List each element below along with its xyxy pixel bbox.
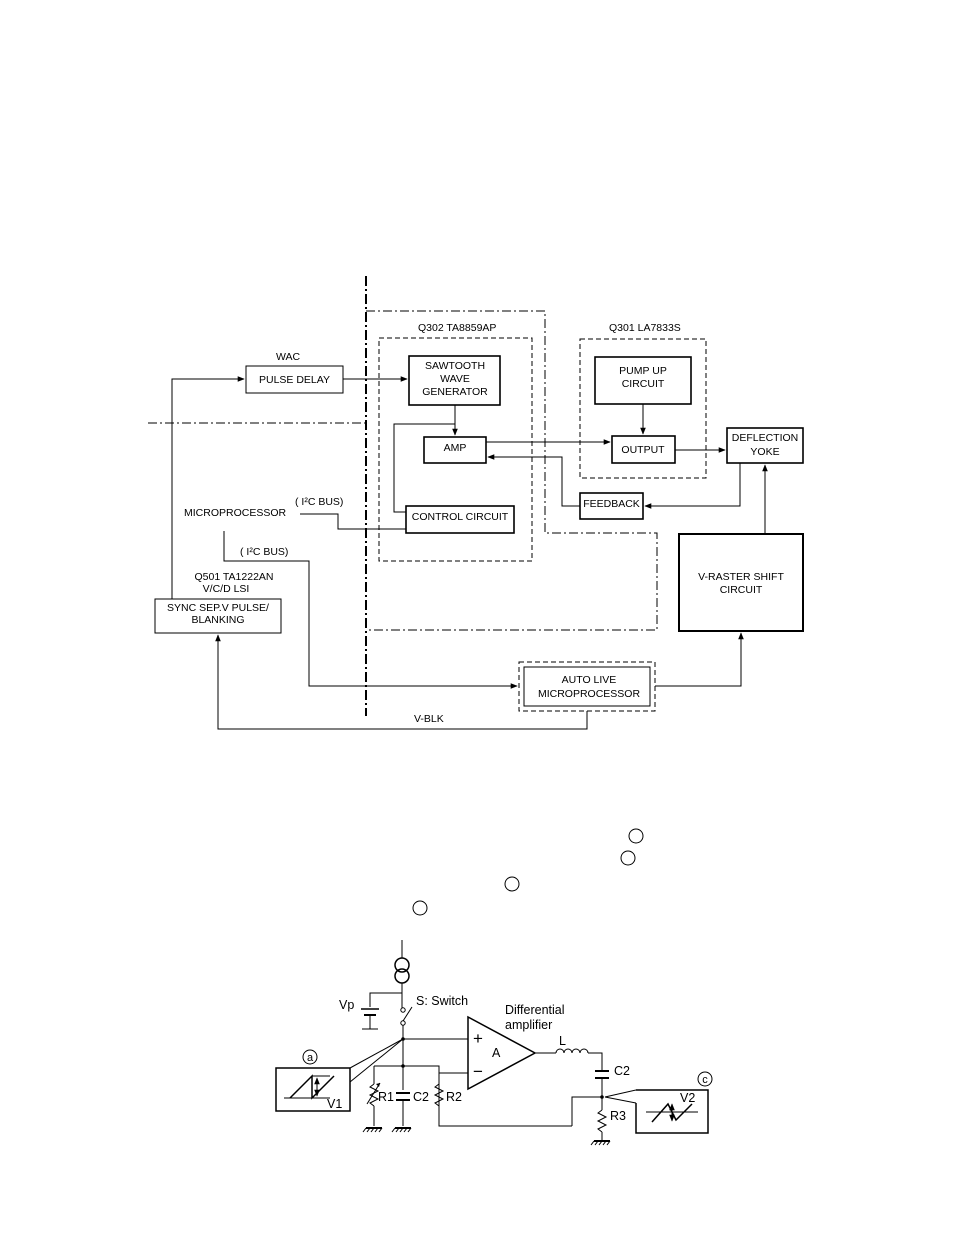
switch-label: S: Switch — [416, 994, 468, 1008]
marker-c-circle — [697, 1071, 713, 1087]
chassis-region-outline — [366, 310, 658, 631]
l-label: L — [559, 1034, 566, 1048]
ref-circle-d — [412, 900, 428, 916]
sawtooth-line-3: GENERATOR — [422, 386, 488, 398]
r1-label: R1 — [378, 1090, 394, 1104]
vraster-line-1: V-RASTER SHIFT — [698, 571, 784, 583]
vp-label: Vp — [339, 998, 354, 1012]
waveform-v2-callout: V2 c — [604, 1071, 713, 1134]
resistor-r3-icon — [596, 1109, 608, 1133]
pump-up-line-2: CIRCUIT — [622, 378, 665, 390]
amp-a-label: A — [492, 1046, 501, 1060]
q301-group — [579, 338, 707, 479]
ref-circle-c — [504, 876, 520, 892]
r2-label: R2 — [446, 1090, 462, 1104]
diff-amp-line-2: amplifier — [505, 1018, 552, 1032]
wire-sync-to-pulse-delay — [171, 376, 245, 599]
pulse-delay-label: PULSE DELAY — [259, 374, 330, 386]
vraster-line-2: CIRCUIT — [720, 584, 763, 596]
sawtooth-generator-block — [408, 355, 501, 406]
wire-yoke-to-feedback — [644, 463, 741, 509]
wire-vblk-to-sync — [215, 634, 588, 730]
wire-i2c-to-control — [300, 513, 406, 530]
plus-sign: + — [473, 1029, 483, 1048]
deflection-line-1: DEFLECTION — [732, 432, 799, 444]
resistor-r1-icon — [368, 1083, 380, 1107]
block-diagram: Q302 TA8859AP Q301 LA7833S WAC PULSE DEL… — [148, 276, 804, 730]
sync-line-2: BLANKING — [191, 614, 244, 626]
wire-autolive-to-vraster — [655, 632, 744, 687]
deflection-line-2: YOKE — [750, 446, 779, 458]
i2c-bus-label-1: ( I²C BUS) — [295, 496, 343, 508]
sawtooth-line-2: WAVE — [440, 373, 470, 385]
wac-label: WAC — [276, 351, 301, 363]
wire-control-to-amp — [393, 423, 455, 513]
control-circuit-label: CONTROL CIRCUIT — [412, 511, 509, 523]
feedback-label: FEEDBACK — [583, 498, 640, 510]
i2c-bus-label-2: ( I²C BUS) — [240, 546, 288, 558]
wire-i2c-to-autolive — [223, 531, 518, 689]
ref-circle-a — [628, 828, 644, 844]
feedback-block — [579, 492, 644, 520]
sync-sep-block — [154, 598, 282, 634]
auto-live-block — [523, 666, 651, 707]
amp-label: AMP — [444, 442, 467, 454]
amp-block — [423, 436, 487, 464]
autolive-line-2: MICROPROCESSOR — [538, 688, 641, 700]
minus-sign: − — [473, 1062, 483, 1081]
resistor-r2-icon — [433, 1083, 445, 1107]
q301-label: Q301 LA7833S — [609, 322, 681, 334]
wire-feedback-to-amp — [487, 454, 580, 507]
sawtooth-line-1: SAWTOOTH — [425, 360, 485, 372]
differential-amplifier-icon — [467, 1015, 537, 1091]
pump-up-line-1: PUMP UP — [619, 365, 667, 377]
v2-label: V2 — [680, 1091, 695, 1105]
v1-label: V1 — [327, 1097, 342, 1111]
autolive-line-1: AUTO LIVE — [562, 674, 617, 686]
sawtooth-wave-icon — [289, 1074, 335, 1100]
diff-amp-line-1: Differential — [505, 1003, 565, 1017]
marker-c-label: c — [702, 1074, 708, 1086]
q302-label: Q302 TA8859AP — [418, 322, 496, 334]
output-label: OUTPUT — [621, 444, 665, 456]
schematic: Vp S: Switch R1 C2 R2 — [275, 940, 713, 1146]
marker-a-label: a — [307, 1052, 314, 1064]
q302-group — [378, 337, 533, 562]
r3-label: R3 — [610, 1109, 626, 1123]
c2-left-label: C2 — [413, 1090, 429, 1104]
waveform-v1-callout: V1 a — [275, 1038, 404, 1112]
deflection-yoke-block — [726, 427, 804, 464]
q501-line-2: V/C/D LSI — [203, 583, 250, 595]
current-source-icon — [394, 957, 410, 973]
switch-icon — [400, 1007, 406, 1013]
reference-markers — [412, 828, 644, 916]
ref-circle-b — [620, 850, 636, 866]
output-block — [611, 435, 676, 464]
inductor-l-icon — [555, 1048, 589, 1054]
q501-line-1: Q501 TA1222AN — [195, 571, 274, 583]
marker-a-circle — [302, 1049, 318, 1065]
microprocessor-label: MICROPROCESSOR — [184, 507, 287, 519]
control-circuit-block — [405, 505, 515, 534]
sync-line-1: SYNC SEP.V PULSE/ — [167, 602, 269, 614]
c2-right-label: C2 — [614, 1064, 630, 1078]
v-raster-shift-block — [678, 533, 804, 632]
pulse-delay-block — [245, 365, 344, 394]
ground-icon — [362, 1127, 611, 1146]
v-blk-label: V-BLK — [414, 713, 444, 725]
